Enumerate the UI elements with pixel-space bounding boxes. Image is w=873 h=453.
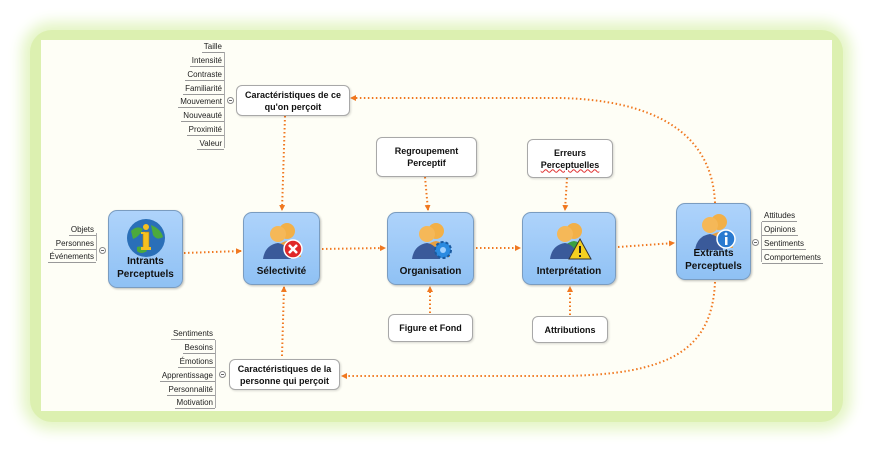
leaf-item: Mouvement xyxy=(178,97,224,108)
branch-line xyxy=(215,340,216,408)
box-text: Caractéristiques de la xyxy=(237,363,332,374)
leaf-item: Personnes xyxy=(53,239,96,250)
globe-info-icon xyxy=(126,219,165,257)
node-organisation[interactable]: Organisation xyxy=(387,212,474,285)
leaf-item: Taille xyxy=(201,42,224,53)
collapse-toggle[interactable] xyxy=(227,97,234,104)
leaf-item: Contraste xyxy=(185,70,224,81)
box-text: qu'on perçoit xyxy=(264,101,322,112)
collapse-toggle[interactable] xyxy=(752,239,759,246)
label-line: Organisation xyxy=(399,266,462,277)
leaf-item: Besoins xyxy=(182,343,215,354)
collapse-toggle[interactable] xyxy=(219,371,226,378)
leaf-item: Proximité xyxy=(186,125,224,136)
box-text: Attributions xyxy=(544,324,596,335)
box-text: Perceptuelles xyxy=(540,159,600,170)
box-text: Erreurs xyxy=(553,147,587,158)
leaf-item: Apprentissage xyxy=(159,371,215,382)
leaf-item: Personnalité xyxy=(166,385,215,396)
node-selectivite[interactable]: Sélectivité xyxy=(243,212,320,285)
users-info-icon xyxy=(694,214,736,250)
leaf-item: Nouveauté xyxy=(181,111,224,122)
leaf-item: Objets xyxy=(68,225,96,236)
label-line: Perceptuels xyxy=(685,261,742,272)
leaf-item: Émotions xyxy=(177,357,215,368)
leaf-item: Familiarité xyxy=(183,84,224,95)
users-gear-icon xyxy=(411,223,452,259)
leaf-item: Valeur xyxy=(197,139,224,150)
box-text: Caractéristiques de ce xyxy=(244,89,342,100)
collapse-toggle[interactable] xyxy=(99,247,106,254)
leaf-item: Opinions xyxy=(762,225,798,236)
box-text: Regroupement xyxy=(394,146,459,156)
box-text: Perceptif xyxy=(407,158,446,168)
leaf-item: Événements xyxy=(47,252,96,263)
node-label: Interprétation xyxy=(523,265,615,278)
box-attributions[interactable]: Attributions xyxy=(532,316,608,343)
node-label: Organisation xyxy=(388,265,473,278)
branch-line xyxy=(96,233,97,261)
branch-line xyxy=(761,222,762,262)
node-interpretation[interactable]: Interprétation xyxy=(522,212,616,285)
leaf-item: Sentiments xyxy=(762,239,807,250)
leaf-item: Attitudes xyxy=(762,211,798,222)
leaf-item: Motivation xyxy=(174,398,215,409)
leaf-item: Intensité xyxy=(189,56,224,67)
users-warning-icon xyxy=(550,223,592,260)
box-figure-fond[interactable]: Figure et Fond xyxy=(388,314,473,342)
leaf-item: Sentiments xyxy=(170,329,215,340)
label-line: Interprétation xyxy=(536,266,602,277)
box-text: Figure et Fond xyxy=(399,323,462,333)
leaf-item: Comportements xyxy=(762,253,823,264)
branch-line xyxy=(224,52,225,148)
label-line: Sélectivité xyxy=(256,266,307,277)
node-label: Sélectivité xyxy=(244,265,319,278)
box-text: personne qui perçoit xyxy=(239,375,329,386)
label-line: Intrants xyxy=(127,256,164,267)
label-line: Perceptuels xyxy=(117,269,174,280)
label-line: Extrants xyxy=(693,248,734,259)
users-error-icon xyxy=(262,223,303,259)
